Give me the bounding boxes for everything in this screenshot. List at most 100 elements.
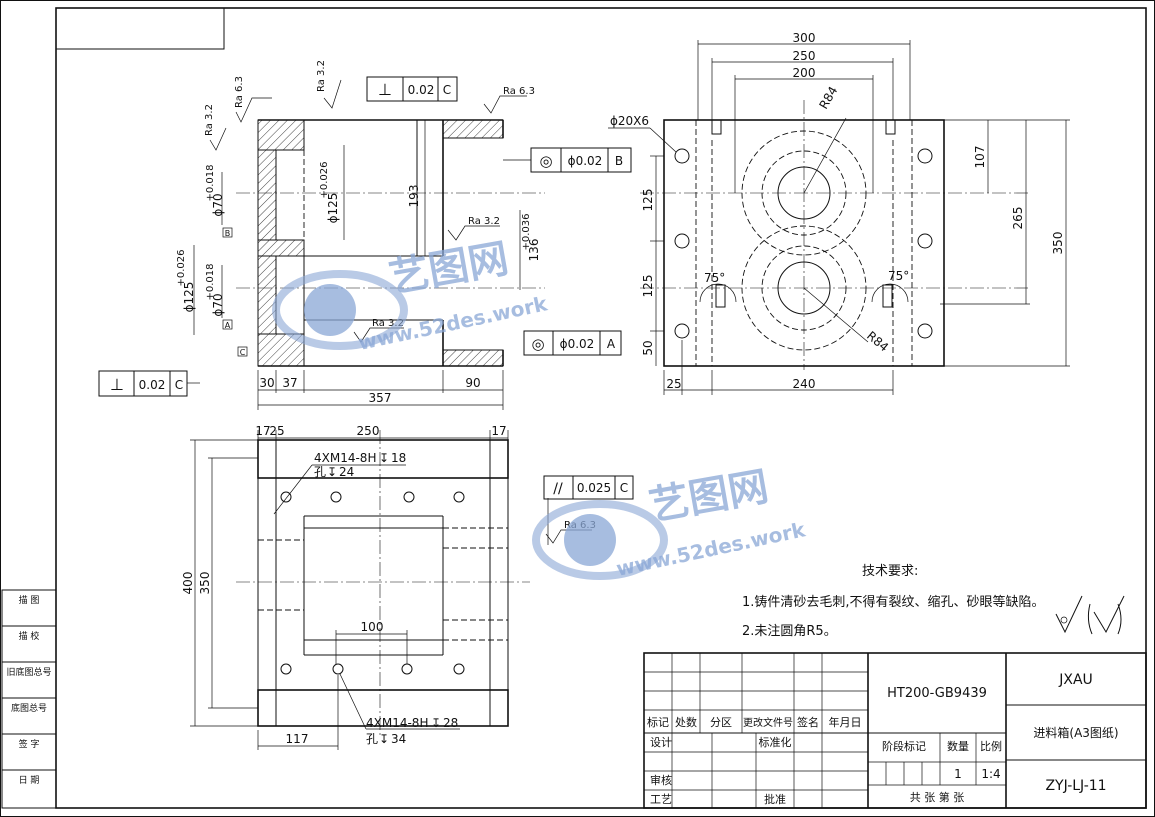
strip-label: 描 校 [19,630,40,642]
dim-17b: 17 [491,424,506,438]
tech-title: 技术要求: [862,564,918,579]
svg-text:0.02: 0.02 [408,83,435,97]
school-name: JXAU [1058,672,1093,688]
svg-text:A: A [607,337,616,351]
svg-text:C: C [443,83,451,97]
angle-left: 75° [704,271,725,285]
left-strip: 描 图 描 校 旧底图总号 底图总号 签 字 日 期 [1,589,57,809]
datum-c-label: C [240,348,246,357]
roughness-bracket-icon [1087,595,1125,635]
scale-value: 1:4 [981,767,1000,781]
top-left-box [55,7,225,50]
tolerance-conc-a: ◎ ϕ0.02 A [523,330,622,356]
dim-37: 37 [282,376,297,390]
tolerance-perp-left: ⊥ 0.02 C [98,370,200,397]
dim-d125-left-tol: +0.026 [176,249,187,286]
svg-text:B: B [615,154,623,168]
material-value: HT200-GB9439 [887,686,987,701]
roughness-ra63-side: Ra 6.3 [234,76,245,108]
tolerance-conc-b: ◎ ϕ0.02 B [503,147,632,173]
tolerance-parallel: // 0.025 C [543,475,634,545]
drawing-number: ZYJ-LJ-11 [1045,778,1106,794]
strip-label: 底图总号 [11,702,47,714]
svg-text:0.025: 0.025 [577,481,611,495]
tolerance-perp-top: ⊥ 0.02 C [366,76,458,102]
dim-r84-top: R84 [816,84,840,111]
hole-top: 孔 [314,465,326,479]
watermark-1: 艺图网 www.52des.work [272,236,550,355]
thread-top-depth: 18 [391,451,406,465]
strip-label: 旧底图总号 [6,666,51,678]
dim-d125-tol: +0.026 [319,161,330,198]
svg-text:◎: ◎ [539,152,552,170]
dim-100: 100 [361,620,384,634]
tech-requirements: 技术要求: 1.铸件清砂去毛刺,不得有裂纹、缩孔、砂眼等缺陷。 2.未注圆角R5… [742,564,1125,639]
roughness-ra32-bottom: Ra 3.2 [372,318,404,329]
svg-text:ϕ0.02: ϕ0.02 [568,154,603,168]
standardize-label: 标准化 [759,735,792,749]
roughness-ra32-bore: Ra 3.2 [468,216,500,227]
stage-mark-label: 阶段标记 [882,739,926,753]
svg-text:◎: ◎ [531,335,544,353]
process-label: 工艺 [650,793,672,806]
scale-label: 比例 [980,739,1002,753]
dim-265: 265 [1011,207,1025,230]
dim-250-top: 250 [357,424,380,438]
datum-b-label: B [225,229,231,238]
qty-value: 1 [954,767,962,781]
dim-250: 250 [793,49,816,63]
inner-frame [55,7,1147,809]
depth-icon: ↧ [327,465,337,479]
hole-top-depth: 24 [339,465,354,479]
dim-d125-left: ϕ125 [182,282,196,313]
dim-d125-inner: ϕ125 [326,193,340,224]
title-header: 处数 [675,716,697,729]
side-view: 300 250 200 R84 R84 ϕ20X6 107 265 350 12… [608,31,1070,395]
svg-text://: // [553,481,563,497]
dim-240: 240 [793,377,816,391]
roughness-ra63-top: Ra 6.3 [503,86,535,97]
dim-117: 117 [286,732,309,746]
top-view: 17 25 250 17 4XM14-8H ↧ 18 孔 ↧ 24 400 35… [181,424,634,750]
dim-r84-bottom: R84 [864,329,891,355]
thread-bottom-depth: 28 [443,716,458,730]
depth-icon: ↧ [379,451,389,465]
dim-17a: 17 [255,424,270,438]
dim-d70-top: ϕ70 [211,193,225,216]
dim-125a: 125 [641,189,655,212]
svg-text:0.02: 0.02 [139,378,166,392]
svg-text:艺图网: 艺图网 [386,236,512,302]
title-header: 标记 [647,715,669,729]
dim-d70-tol: +0.018 [205,164,216,201]
approve-label: 批准 [764,792,786,806]
dim-136-tol: +0.036 [521,213,532,250]
tech-item: 2.未注圆角R5。 [742,624,837,639]
dim-d70-bottom-tol: +0.018 [205,263,216,300]
dim-50: 50 [641,340,655,355]
roughness-ra32-left: Ra 3.2 [204,104,215,136]
dim-300: 300 [793,31,816,45]
svg-text:ϕ0.02: ϕ0.02 [560,337,595,351]
title-header: 年月日 [829,715,862,729]
strip-label: 描 图 [19,594,40,606]
dim-holes: ϕ20X6 [610,114,649,128]
design-label: 设计 [650,736,672,749]
svg-text:www.52des.work: www.52des.work [614,517,808,581]
depth-icon: ↧ [431,716,441,730]
svg-text:C: C [620,481,628,495]
dim-107: 107 [973,146,987,169]
dim-30: 30 [259,376,274,390]
qty-label: 数量 [947,740,969,753]
svg-text:C: C [175,378,183,392]
front-view: B A C 193 136 +0.036 ϕ125 +0.026 ϕ70 +0.… [98,60,632,410]
dim-193: 193 [407,185,421,208]
hole-bottom-depth: 34 [391,732,406,746]
thread-top: 4XM14-8H [314,451,376,465]
dim-350: 350 [1051,232,1065,255]
svg-text:艺图网: 艺图网 [646,464,772,530]
strip-label: 日 期 [19,775,40,786]
dim-25: 25 [666,377,681,391]
roughness-ra32-top: Ra 3.2 [316,60,327,92]
title-header: 分区 [710,716,732,729]
